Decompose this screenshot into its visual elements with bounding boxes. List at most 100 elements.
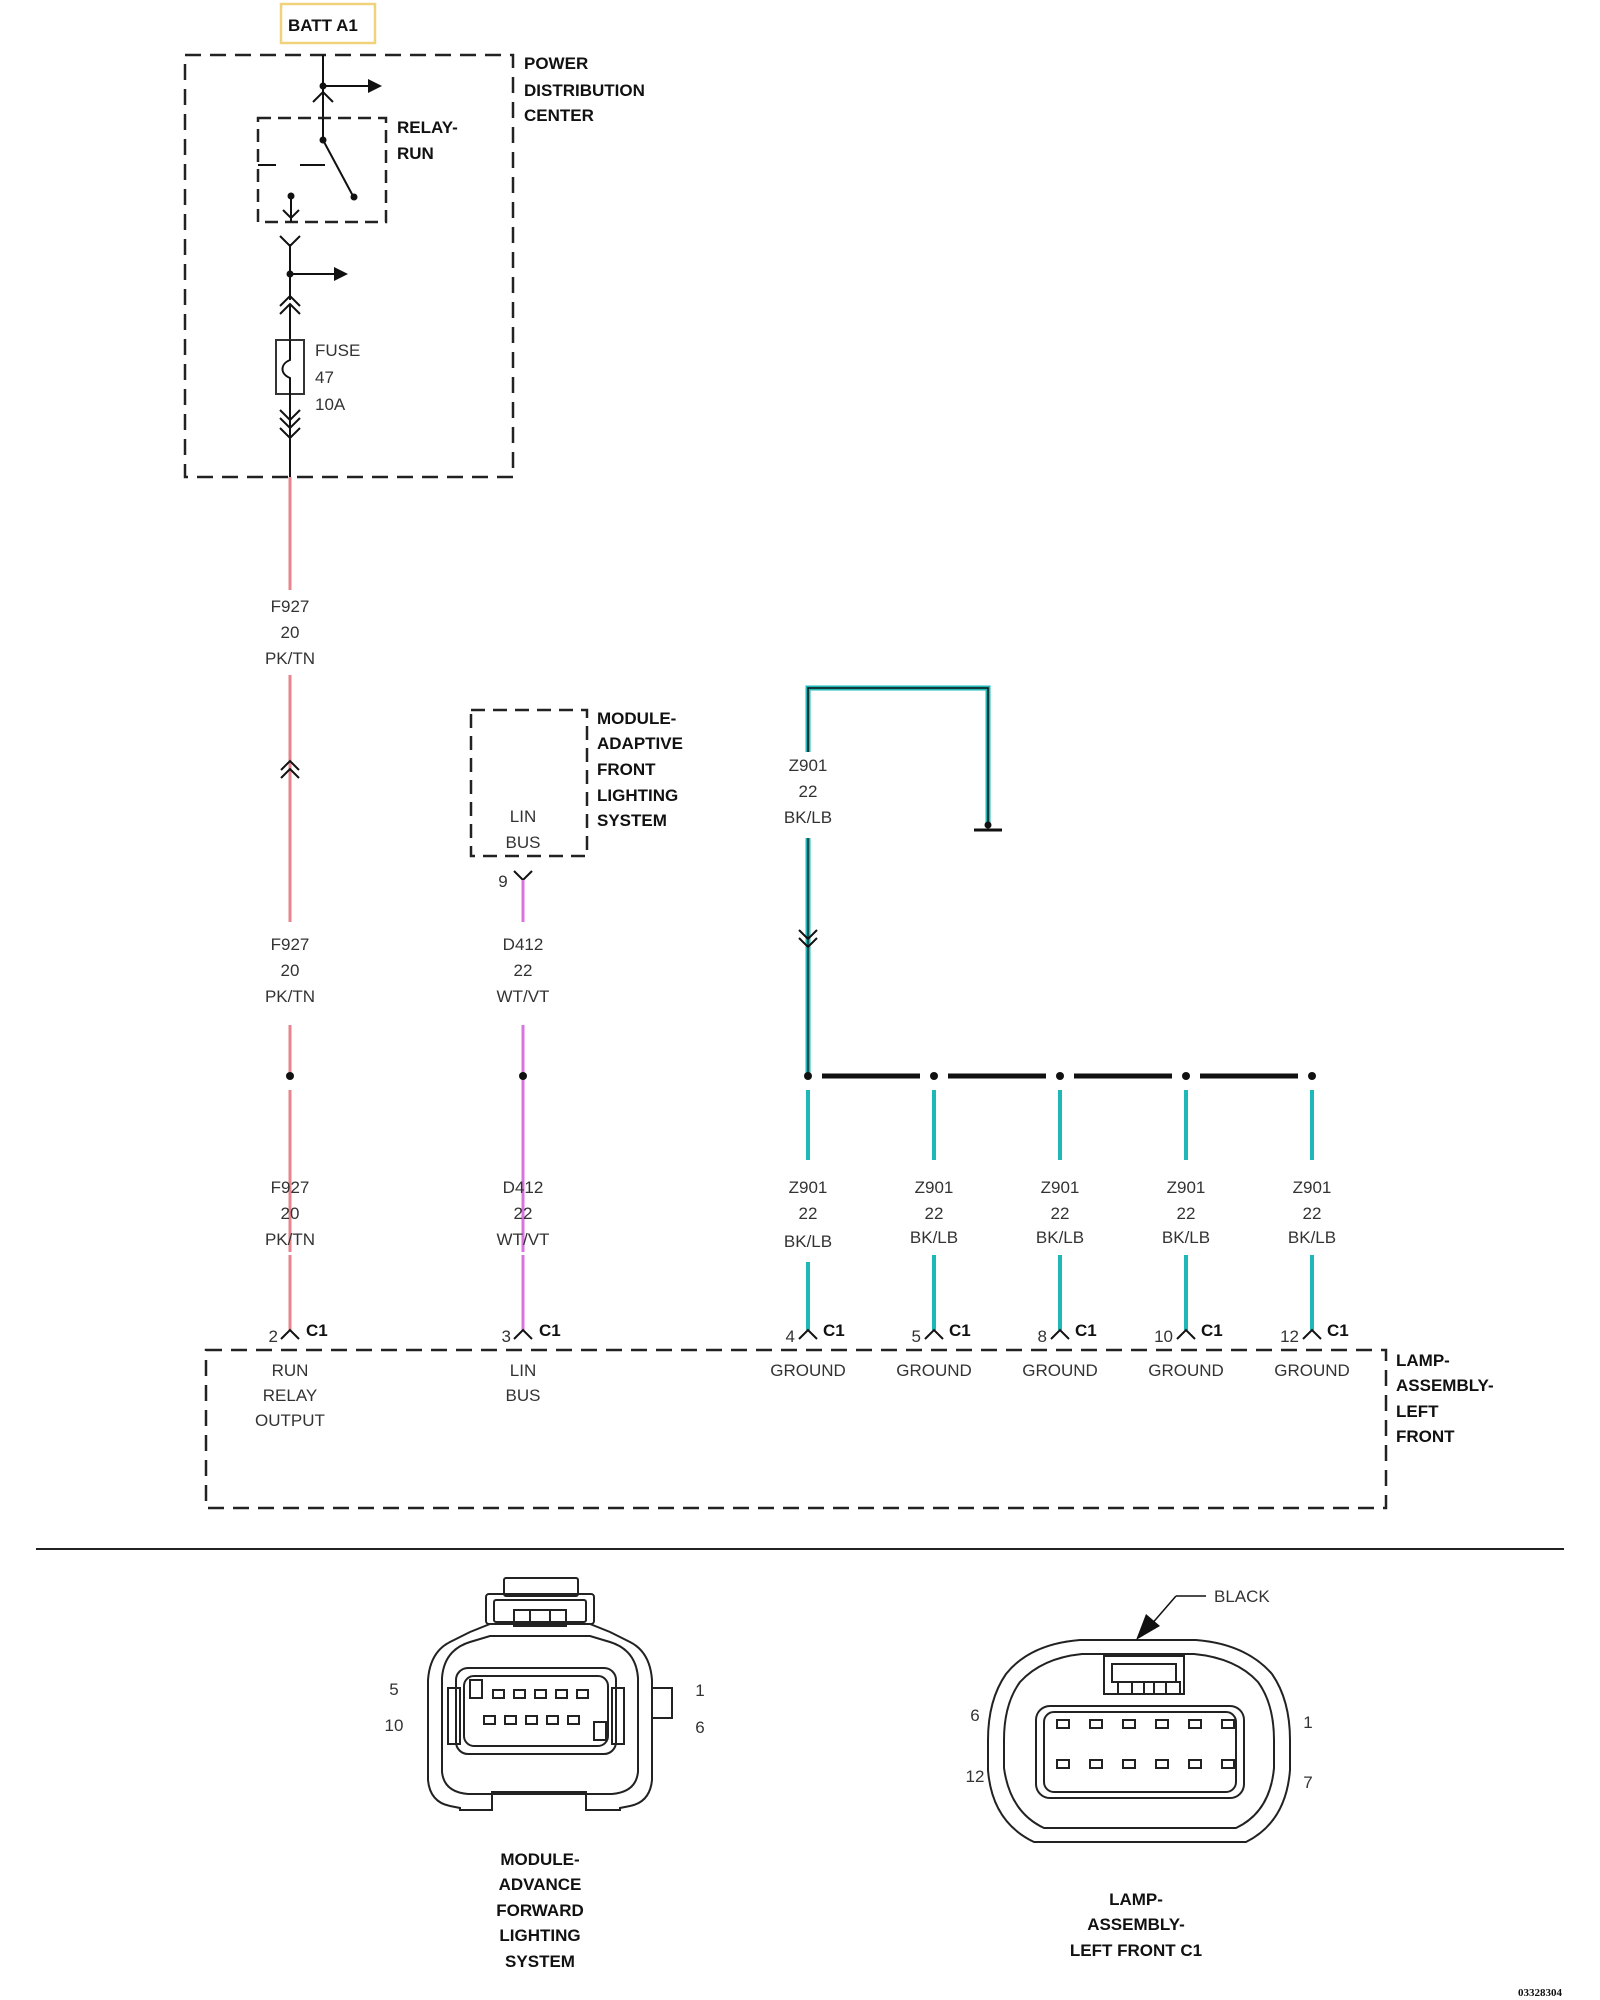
lamp-view-title-line-3: LEFT FRONT C1 (1070, 1941, 1202, 1960)
svg-text:C1: C1 (1201, 1321, 1223, 1340)
z901-drop-5-gauge: 22 (925, 1204, 944, 1223)
z901-feed-label-circuit: Z901 (789, 756, 828, 775)
z901-drop-4-gauge: 22 (799, 1204, 818, 1223)
z901-drop-5-color: BK/LB (910, 1228, 958, 1247)
afls-view-title-line-2: ADVANCE (499, 1875, 582, 1894)
lamp-assembly-outline (204, 1348, 1388, 1510)
wire-f927 (280, 477, 300, 1330)
afls-view-title-line-5: SYSTEM (505, 1952, 575, 1971)
fuse-output (279, 394, 301, 477)
battery-label-box (279, 2, 377, 45)
svg-text:GROUND: GROUND (1274, 1361, 1350, 1380)
afls-view-pin-6: 6 (695, 1718, 704, 1737)
z901-drop-8-circuit: Z901 (1041, 1178, 1080, 1197)
z901-feed-label-color: BK/LB (784, 808, 832, 827)
figure-id: 03328304 (1518, 1987, 1563, 1999)
ground-drops (806, 1090, 1314, 1330)
afls-pin-terminal (513, 870, 533, 882)
lamp-connector-face (987, 1639, 1291, 1843)
black-callout-arrow (1136, 1595, 1206, 1640)
svg-text:GROUND: GROUND (896, 1361, 972, 1380)
afls-view-pin-1: 1 (695, 1681, 704, 1700)
svg-text:C1: C1 (539, 1321, 561, 1340)
fuse-47-symbol (275, 339, 305, 395)
afls-module-outline (469, 708, 589, 858)
afls-name-line-4: LIGHTING (597, 786, 678, 805)
lamp-view-pin-1: 1 (1303, 1713, 1312, 1732)
relay-run-line-2: RUN (397, 144, 434, 163)
afls-name-line-2: ADAPTIVE (597, 734, 683, 753)
afls-view-title-line-3: FORWARD (496, 1901, 584, 1920)
z901-drop-5-circuit: Z901 (915, 1178, 954, 1197)
svg-text:C1: C1 (306, 1321, 328, 1340)
d412-label-2-circuit: D412 (503, 1178, 544, 1197)
d412-label-1-gauge: 22 (514, 961, 533, 980)
z901-drop-8-gauge: 22 (1051, 1204, 1070, 1223)
afls-pin-label-line-1: LIN (510, 807, 536, 826)
z901-drop-10-circuit: Z901 (1167, 1178, 1206, 1197)
pdc-feed (312, 55, 382, 118)
lamp-view-pin-6: 6 (970, 1706, 979, 1725)
f927-label-2-gauge: 20 (281, 961, 300, 980)
afls-view-pin-10: 10 (385, 1716, 404, 1735)
z901-drop-12-color: BK/LB (1288, 1228, 1336, 1247)
splice-d412 (519, 1072, 527, 1080)
svg-text:4: 4 (786, 1327, 795, 1346)
lamp-view-title-line-2: ASSEMBLY- (1087, 1915, 1185, 1934)
lamp-name-line-4: FRONT (1396, 1427, 1455, 1446)
lamp-pin-10: 10 C1 GROUND (1148, 1321, 1224, 1380)
d412-label-1-color: WT/VT (497, 987, 550, 1006)
svg-text:LIN: LIN (510, 1361, 536, 1380)
z901-drop-4-color: BK/LB (784, 1232, 832, 1251)
lamp-pin-3: 3 C1 LIN BUS (502, 1321, 561, 1405)
afls-name-line-3: FRONT (597, 760, 656, 779)
lamp-pin-8: 8 C1 GROUND (1022, 1321, 1098, 1380)
svg-text:3: 3 (502, 1327, 511, 1346)
lamp-view-pin-12: 12 (966, 1767, 985, 1786)
fuse-label-line-2: 47 (315, 368, 334, 387)
lamp-view-title-line-1: LAMP- (1109, 1890, 1163, 1909)
svg-text:10: 10 (1154, 1327, 1173, 1346)
pdc-outline (183, 53, 515, 479)
afls-name-line-5: SYSTEM (597, 811, 667, 830)
lamp-name-line-1: LAMP- (1396, 1351, 1450, 1370)
svg-text:BUS: BUS (506, 1386, 541, 1405)
fuse-label-line-1: FUSE (315, 341, 360, 360)
svg-text:GROUND: GROUND (770, 1361, 846, 1380)
d412-label-2-gauge: 22 (514, 1204, 533, 1223)
svg-text:C1: C1 (949, 1321, 971, 1340)
relay-output-branch (279, 235, 348, 340)
lamp-pin-5: 5 C1 GROUND (896, 1321, 972, 1380)
svg-text:C1: C1 (823, 1321, 845, 1340)
z901-feed-label-gauge: 22 (799, 782, 818, 801)
battery-label: BATT A1 (288, 16, 358, 35)
fuse-label-line-3: 10A (315, 395, 346, 414)
f927-label-1-circuit: F927 (271, 597, 310, 616)
f927-label-3-color: PK/TN (265, 1230, 315, 1249)
lamp-pin-2: 2 C1 RUN RELAY OUTPUT (255, 1321, 328, 1430)
svg-text:GROUND: GROUND (1022, 1361, 1098, 1380)
wire-d412 (519, 880, 527, 1330)
afls-name-line-1: MODULE- (597, 709, 676, 728)
lamp-view-pin-7: 7 (1303, 1773, 1312, 1792)
lamp-name-line-3: LEFT (1396, 1402, 1439, 1421)
f927-label-1-color: PK/TN (265, 649, 315, 668)
d412-label-2-color: WT/VT (497, 1230, 550, 1249)
z901-drop-4-circuit: Z901 (789, 1178, 828, 1197)
relay-run-line-1: RELAY- (397, 118, 458, 137)
svg-text:GROUND: GROUND (1148, 1361, 1224, 1380)
svg-text:C1: C1 (1075, 1321, 1097, 1340)
lamp-pin-4: 4 C1 GROUND (770, 1321, 846, 1380)
lamp-name-line-2: ASSEMBLY- (1396, 1376, 1494, 1395)
z901-drop-10-gauge: 22 (1177, 1204, 1196, 1223)
d412-label-1-circuit: D412 (503, 935, 544, 954)
ground-bus (804, 1072, 1316, 1080)
svg-text:OUTPUT: OUTPUT (255, 1411, 325, 1430)
pdc-name-line-3: CENTER (524, 106, 594, 125)
z901-drop-12-gauge: 22 (1303, 1204, 1322, 1223)
svg-text:5: 5 (912, 1327, 921, 1346)
splice-f927 (286, 1072, 294, 1080)
lamp-pin-12: 12 C1 GROUND (1274, 1321, 1350, 1380)
wire-z901-feed (798, 685, 991, 1073)
